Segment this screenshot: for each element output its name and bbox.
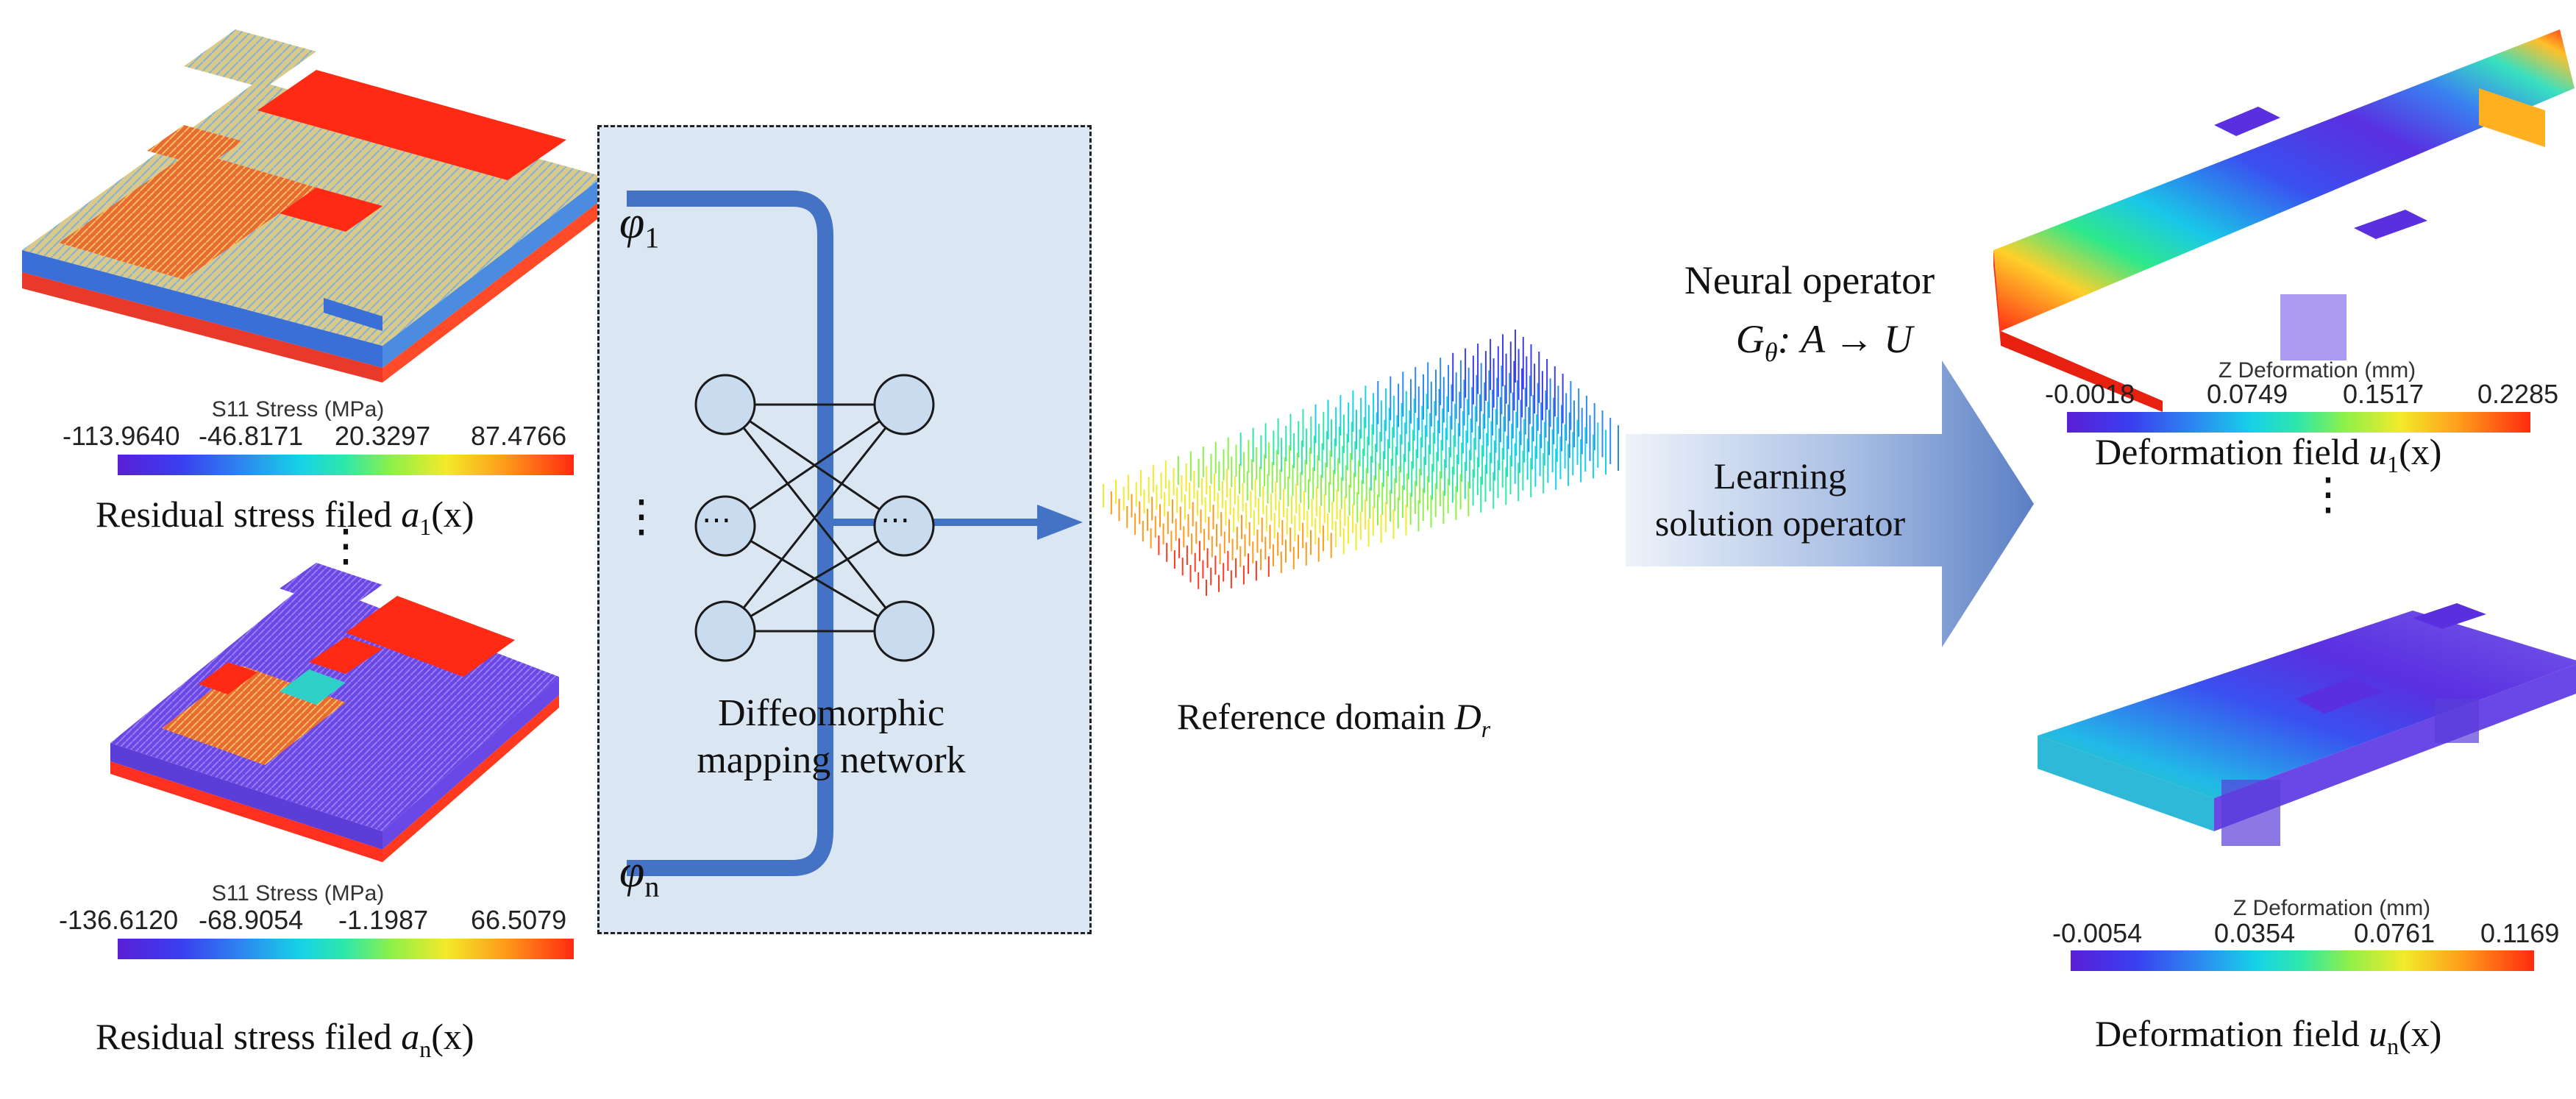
neural-operator-formula: Gθ: A → U xyxy=(1735,317,1913,367)
input-node-3 xyxy=(694,600,756,662)
caption-stress-a1: Residual stress filed a1(x) xyxy=(96,494,474,540)
output-node-3 xyxy=(873,600,935,662)
colorbar-an xyxy=(118,939,574,959)
colorbar-title-an: S11 Stress (MPa) xyxy=(211,881,385,906)
caption-stress-an: Residual stress filed an(x) xyxy=(96,1016,474,1062)
input-node-1 xyxy=(694,374,756,435)
colorbar-tick-u1-0: -0.0018 xyxy=(2045,379,2135,409)
learning-arrow xyxy=(1626,360,2034,647)
stress-fields-graphics xyxy=(22,29,603,862)
stress-part-an xyxy=(110,563,559,862)
mapping-output-arrowhead xyxy=(1037,505,1083,540)
mapping-network-graphics xyxy=(627,191,1083,876)
output-node-dots: ⋯ xyxy=(880,503,910,536)
colorbar-tick-an-1: -68.9054 xyxy=(199,905,304,935)
colorbar-a1 xyxy=(118,455,574,475)
colorbar-title-un: Z Deformation (mm) xyxy=(2232,896,2431,920)
neural-operator-title: Neural operator xyxy=(1684,258,1935,302)
output-node-2 xyxy=(873,495,935,557)
colorbar-tick-a1-2: 20.3297 xyxy=(335,421,431,451)
left-vertical-dots: ⋮ xyxy=(324,522,368,570)
caption-deformation-u1: Deformation field u1(x) xyxy=(2095,431,2442,477)
colorbar-tick-un-0: -0.0054 xyxy=(2052,918,2143,948)
colorbar-tick-an-0: -136.6120 xyxy=(59,905,179,935)
colorbar-tick-un-3: 0.1169 xyxy=(2480,918,2560,948)
deformation-part-un xyxy=(2038,603,2576,846)
colorbar-tick-an-3: 66.5079 xyxy=(471,905,567,935)
colorbar-tick-an-2: -1.1987 xyxy=(338,905,429,935)
right-vertical-dots: ⋮ xyxy=(2306,470,2350,519)
input-node-2 xyxy=(694,495,756,557)
phi-1-label: φ1 xyxy=(619,198,660,255)
colorbar-tick-a1-0: -113.9640 xyxy=(63,421,180,451)
colorbar-tick-un-2: 0.0761 xyxy=(2354,918,2436,948)
colorbar-tick-a1-1: -46.8171 xyxy=(199,421,304,451)
diffeomorphic-mapping-panel xyxy=(597,125,1092,934)
colorbar-title-a1: S11 Stress (MPa) xyxy=(211,397,385,422)
mapping-bracket xyxy=(627,191,833,876)
caption-reference-domain: Reference domain Dr xyxy=(1177,696,1491,742)
deformation-part-u1 xyxy=(1993,29,2575,412)
caption-deformation-un: Deformation field un(x) xyxy=(2095,1013,2442,1059)
colorbar-tick-a1-3: 87.4766 xyxy=(471,421,567,451)
colorbar-tick-u1-3: 0.2285 xyxy=(2477,379,2559,409)
mapping-side-dots: ⋮ xyxy=(619,492,663,541)
stress-part-a1 xyxy=(22,29,603,383)
colorbar-tick-un-1: 0.0354 xyxy=(2214,918,2296,948)
colorbar-tick-u1-1: 0.0749 xyxy=(2207,379,2288,409)
output-node-1 xyxy=(873,374,935,435)
colorbar-tick-u1-2: 0.1517 xyxy=(2343,379,2424,409)
colorbar-un xyxy=(2071,950,2534,971)
colorbar-title-u1: Z Deformation (mm) xyxy=(2218,358,2416,383)
reference-domain-graphics xyxy=(1103,330,1619,596)
deformation-fields-graphics xyxy=(1993,29,2576,846)
colorbar-u1 xyxy=(2067,412,2530,433)
input-node-dots: ⋯ xyxy=(702,503,731,536)
phi-n-label: φn xyxy=(619,847,660,903)
